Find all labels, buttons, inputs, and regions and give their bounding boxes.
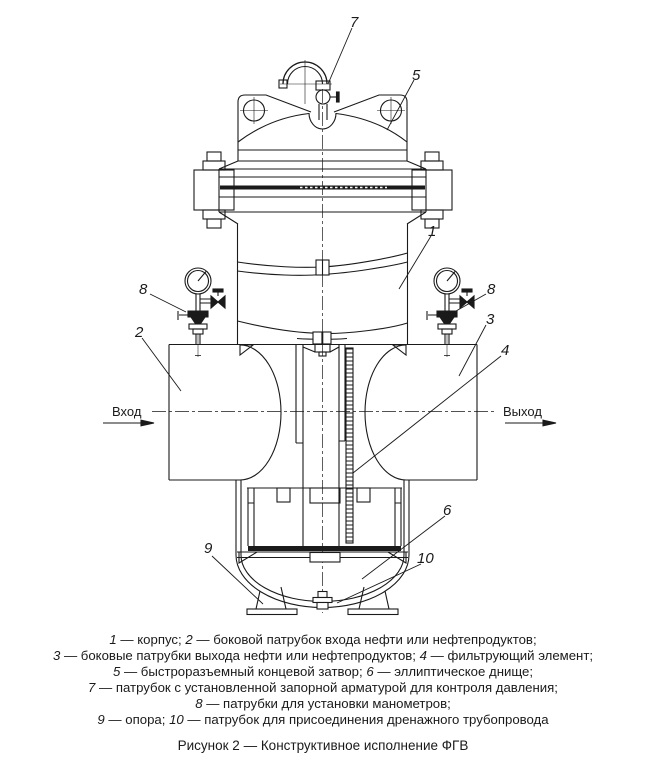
label-6: 6 bbox=[443, 502, 452, 519]
callout-labels: 7 5 1 8 8 2 3 4 6 10 9 bbox=[134, 14, 509, 567]
caption-line-6: 9 — опора; 10 — патрубок для присоединен… bbox=[97, 712, 549, 727]
leader-1 bbox=[398, 235, 432, 290]
gauge-left bbox=[177, 267, 226, 357]
vessel-linework bbox=[103, 27, 557, 616]
inlet-label: Вход bbox=[112, 404, 142, 419]
leader-8-left bbox=[149, 293, 187, 313]
leader-3 bbox=[458, 324, 487, 377]
label-10: 10 bbox=[417, 550, 434, 567]
leader-lines bbox=[141, 27, 502, 605]
leader-10 bbox=[336, 563, 422, 604]
leader-9 bbox=[211, 555, 264, 605]
label-8-right: 8 bbox=[487, 281, 496, 298]
support-legs bbox=[246, 586, 399, 616]
basket bbox=[237, 487, 408, 564]
gauge-right bbox=[426, 267, 475, 357]
label-7: 7 bbox=[350, 14, 359, 31]
flow-arrows bbox=[103, 419, 557, 427]
label-8-left: 8 bbox=[139, 281, 148, 298]
lower-shell bbox=[235, 480, 410, 555]
flange bbox=[193, 168, 453, 225]
outlet-nozzle bbox=[364, 344, 478, 481]
leader-7 bbox=[327, 27, 353, 85]
caption-line-3: 5 — быстроразъемный концевой затвор; 6 —… bbox=[113, 664, 533, 679]
caption-line-5: 8 — патрубки для установки манометров; bbox=[195, 696, 451, 711]
leader-5 bbox=[386, 79, 415, 131]
drain-nozzle bbox=[312, 590, 333, 610]
caption-line-2: 3 — боковые патрубки выхода нефти или не… bbox=[53, 648, 593, 663]
caption-line-4: 7 — патрубок с установленной запорной ар… bbox=[88, 680, 558, 695]
leader-6 bbox=[361, 515, 446, 580]
label-5: 5 bbox=[412, 67, 421, 84]
port-labels: Вход Выход bbox=[112, 404, 542, 419]
leader-2 bbox=[141, 337, 182, 392]
label-1: 1 bbox=[428, 223, 436, 240]
figure-title: Рисунок 2 — Конструктивное исполнение ФГ… bbox=[178, 738, 469, 753]
caption-line-1: 1 — корпус; 2 — боковой патрубок входа н… bbox=[109, 632, 536, 647]
leader-4 bbox=[352, 355, 502, 474]
label-4: 4 bbox=[501, 342, 509, 359]
flange-bolts bbox=[202, 151, 444, 229]
inlet-arrowhead bbox=[140, 419, 155, 427]
caption-block: 1 — корпус; 2 — боковой патрубок входа н… bbox=[53, 632, 593, 753]
outlet-label: Выход bbox=[503, 404, 542, 419]
filter-element bbox=[295, 343, 354, 546]
inlet-nozzle bbox=[168, 344, 282, 481]
label-9: 9 bbox=[204, 540, 213, 557]
outlet-arrowhead bbox=[542, 419, 557, 427]
leader-8-right bbox=[455, 293, 487, 312]
label-3: 3 bbox=[486, 311, 495, 328]
label-2: 2 bbox=[134, 324, 144, 341]
cover bbox=[218, 94, 427, 170]
vent-valve bbox=[278, 60, 340, 120]
